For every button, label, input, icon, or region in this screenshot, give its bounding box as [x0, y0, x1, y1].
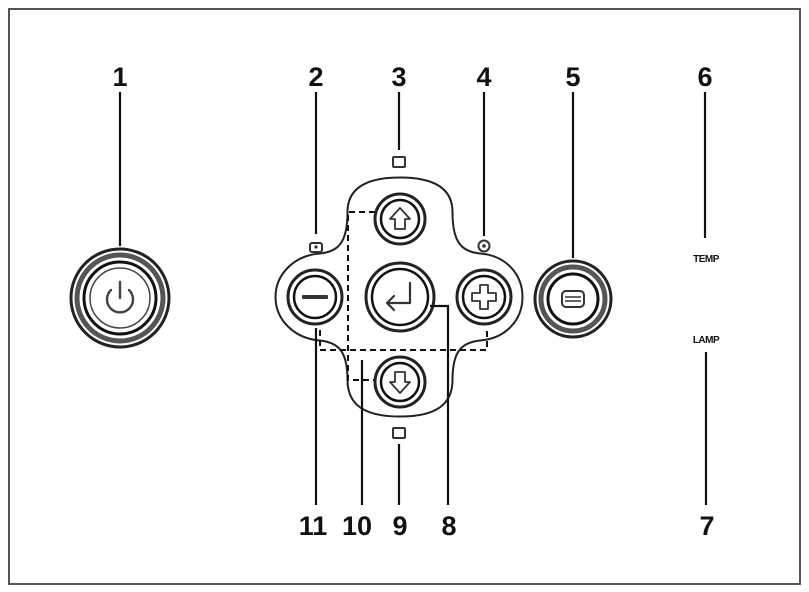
callout-8: 8 — [441, 511, 456, 541]
left-symbol-icon — [309, 242, 323, 253]
down-button[interactable] — [373, 355, 427, 409]
lamp-indicator-label: LAMP — [693, 335, 720, 346]
plus-icon — [471, 284, 497, 310]
right-symbol-icon — [477, 239, 491, 253]
plus-button[interactable] — [455, 268, 513, 326]
menu-button[interactable] — [533, 259, 613, 339]
minus-icon — [302, 295, 328, 299]
callout-6: 6 — [697, 62, 712, 92]
callout-9: 9 — [392, 511, 407, 541]
keystone-down-icon — [392, 427, 406, 439]
power-icon — [105, 280, 135, 314]
dashed-group-outline — [319, 211, 488, 381]
leader-lines — [118, 92, 708, 505]
arrow-down-icon — [389, 371, 411, 394]
enter-button[interactable] — [364, 261, 436, 333]
panel-frame — [8, 8, 801, 585]
up-button[interactable] — [373, 192, 427, 246]
callout-2: 2 — [308, 62, 323, 92]
callout-11: 11 — [299, 511, 328, 541]
callout-7: 7 — [699, 511, 714, 541]
power-button[interactable] — [69, 247, 171, 349]
temp-indicator-label: TEMP — [693, 254, 720, 265]
callout-5: 5 — [565, 62, 580, 92]
callout-1: 1 — [112, 62, 127, 92]
arrow-up-icon — [389, 207, 411, 230]
minus-button[interactable] — [286, 268, 344, 326]
callout-10: 10 — [342, 511, 372, 541]
enter-icon — [385, 281, 412, 312]
callout-4: 4 — [476, 62, 491, 92]
menu-icon — [561, 290, 585, 308]
keystone-up-icon — [392, 156, 406, 168]
callout-3: 3 — [391, 62, 406, 92]
